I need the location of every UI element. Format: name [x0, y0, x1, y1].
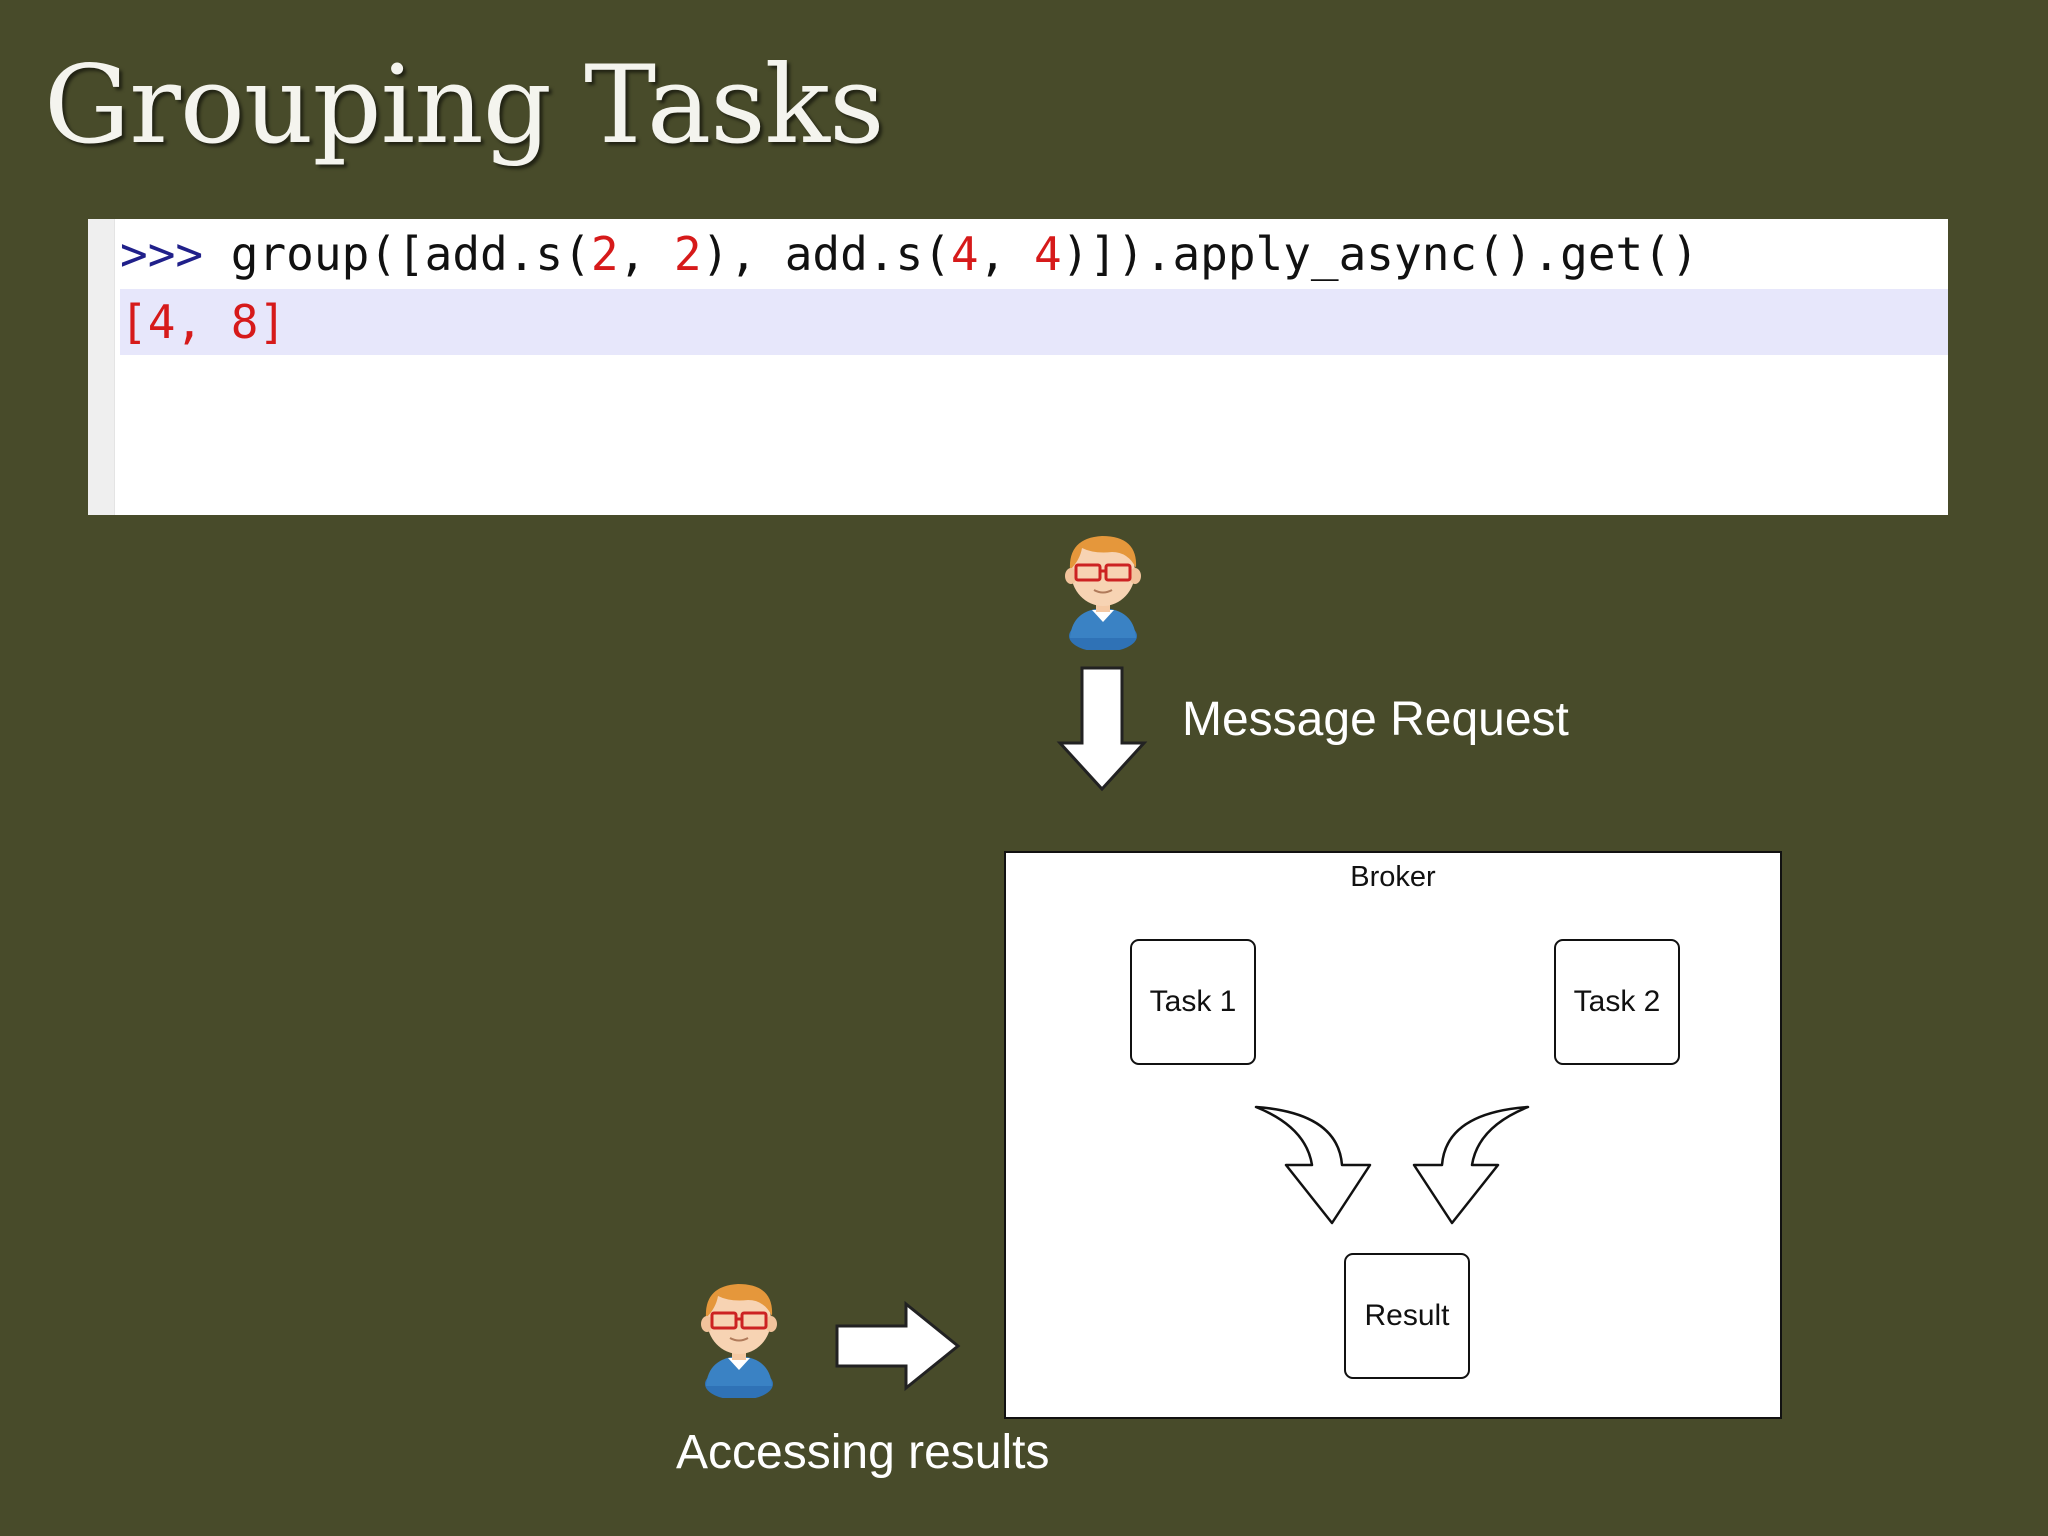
- code-arg: 4: [950, 227, 979, 281]
- slide-title: Grouping Tasks: [44, 43, 885, 168]
- code-panel: >>> group([add.s(2, 2), add.s(4, 4)]).ap…: [88, 219, 1948, 515]
- code-call-prefix: group([add.s(: [203, 227, 591, 281]
- broker-box: Broker Task 1 Task 2 Result: [1004, 851, 1782, 1419]
- broker-label: Broker: [1350, 861, 1436, 893]
- code-arg: 2: [590, 227, 619, 281]
- curved-arrow-icon: [1254, 1105, 1372, 1225]
- task-2-node: Task 2: [1554, 939, 1680, 1065]
- code-call-middle: ), add.s(: [701, 227, 951, 281]
- task-1-node: Task 1: [1130, 939, 1256, 1065]
- code-arg: 2: [673, 227, 702, 281]
- code-arg: 4: [1033, 227, 1062, 281]
- message-request-label: Message Request: [1182, 693, 1569, 746]
- code-output-line: [4, 8]: [120, 289, 1948, 355]
- curved-arrow-icon: [1412, 1105, 1530, 1225]
- code-input-line: >>> group([add.s(2, 2), add.s(4, 4)]).ap…: [120, 221, 1948, 287]
- code-call-suffix: )]).apply_async().get(): [1061, 227, 1699, 281]
- person-with-glasses-icon: [1050, 524, 1156, 652]
- accessing-results-label: Accessing results: [676, 1426, 1050, 1479]
- code-separator: ,: [978, 227, 1034, 281]
- code-prompt: >>>: [120, 227, 204, 281]
- result-node: Result: [1344, 1253, 1470, 1379]
- arrow-right-icon: [835, 1300, 961, 1392]
- person-with-glasses-icon: [686, 1272, 792, 1400]
- code-separator: ,: [618, 227, 674, 281]
- code-gutter: [88, 219, 115, 515]
- arrow-down-icon: [1056, 666, 1148, 792]
